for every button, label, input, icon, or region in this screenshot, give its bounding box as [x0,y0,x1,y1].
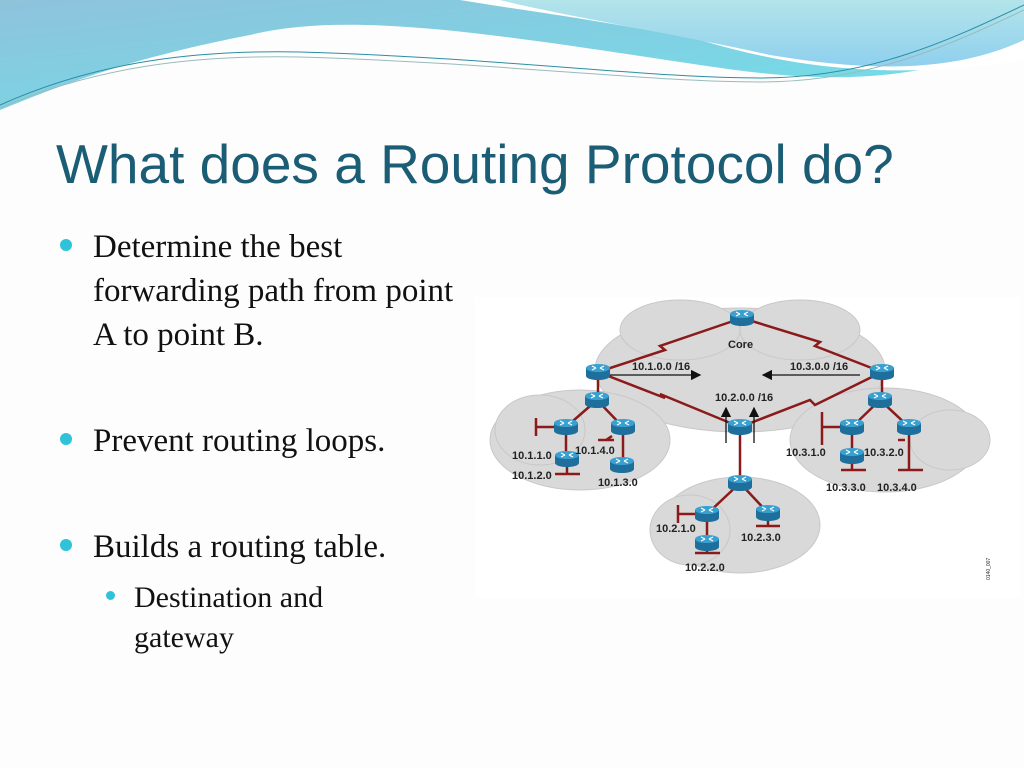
network-label: 10.2.2.0 [685,562,725,574]
router [755,504,781,522]
sub-bullet-text: Destination and gateway [134,581,324,654]
router [694,534,720,552]
bullet-item: Determine the best forwarding path from … [60,225,460,357]
network-label: 10.1.3.0 [598,477,638,489]
router [839,447,865,465]
bullet-text: Prevent routing loops. [93,423,386,459]
router [584,391,610,409]
router-10-3-edge [869,363,895,381]
network-label: 10.3.3.0 [826,482,866,494]
route-label: 10.1.0.0 /16 [632,361,690,373]
route-arrows [610,369,860,443]
network-label: 10.3.2.0 [864,447,904,459]
bullet-text: Determine the best forwarding path from … [93,229,454,353]
router [610,418,636,436]
sub-bullet-item: Destination and gateway [106,578,406,658]
links [534,316,923,555]
cloud-group [489,299,991,574]
router-core [729,309,755,327]
router-10-2-edge [727,418,753,436]
bullet-text: Builds a routing table. [93,529,387,565]
route-label: 10.3.0.0 /16 [790,361,848,373]
bullet-icon [106,591,115,600]
router [839,418,865,436]
route-label: 10.2.0.0 /16 [715,392,773,404]
network-label: 10.2.3.0 [741,532,781,544]
bullet-item: Builds a routing table. [60,525,460,569]
bullet-icon [60,239,72,251]
router [896,418,922,436]
router-10-1-edge [585,363,611,381]
bullet-icon [60,539,72,551]
router [609,456,635,474]
network-label: 10.2.1.0 [656,523,696,535]
slide-title: What does a Routing Protocol do? [56,133,894,195]
router [727,474,753,492]
network-diagram: Core 10.1.0.0 /16 10.2.0.0 /16 10.3.0.0 … [475,297,1020,598]
header-wave-decoration [0,0,1024,110]
bullet-item: Prevent routing loops. [60,419,460,463]
router [867,391,893,409]
bullet-icon [60,433,72,445]
network-label: 10.1.1.0 [512,450,552,462]
router [553,418,579,436]
network-label: 10.1.2.0 [512,470,552,482]
router [694,505,720,523]
network-label: 10.1.4.0 [575,445,615,457]
core-label: Core [728,339,753,351]
network-label: 10.3.1.0 [786,447,826,459]
watermark: 0140_007 [986,558,992,580]
network-label: 10.3.4.0 [877,482,917,494]
